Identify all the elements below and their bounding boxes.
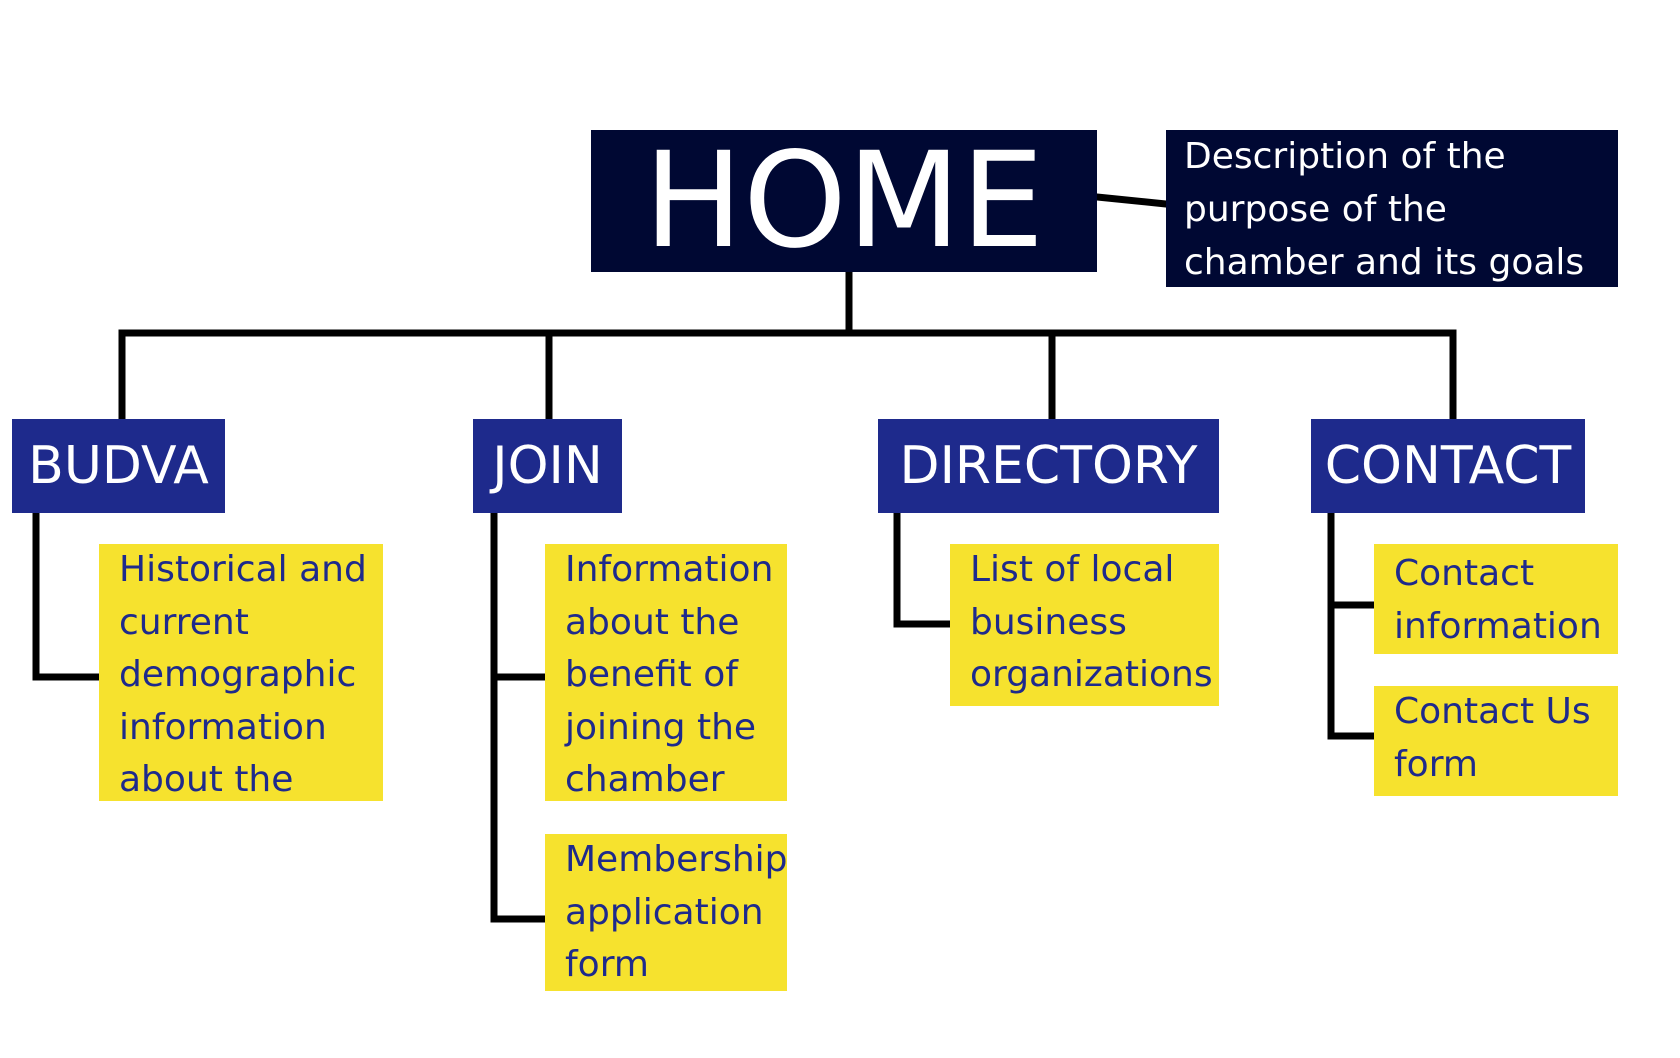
section-join-node: JOIN [473,419,622,513]
page-contact-information-node: Contact information [1374,544,1618,654]
home-description-node: Description of the purpose of the chambe… [1166,130,1618,287]
connector-directory-page [893,509,954,628]
page-contact-form-node: Contact Us form [1374,686,1618,796]
section-budva-node: BUDVA [12,419,225,513]
page-demographics-node: Historical and current demographic infor… [99,544,383,801]
connector-home-description [1093,193,1170,208]
connector-budva-page [32,509,103,681]
home-node: HOME [591,130,1097,272]
page-business-list-node: List of local business organizations [950,544,1219,706]
page-membership-application-node: Membership application form [545,834,787,991]
section-directory-node: DIRECTORY [878,419,1219,513]
page-membership-benefits-node: Information about the benefit of joining… [545,544,787,801]
section-contact-node: CONTACT [1311,419,1585,513]
